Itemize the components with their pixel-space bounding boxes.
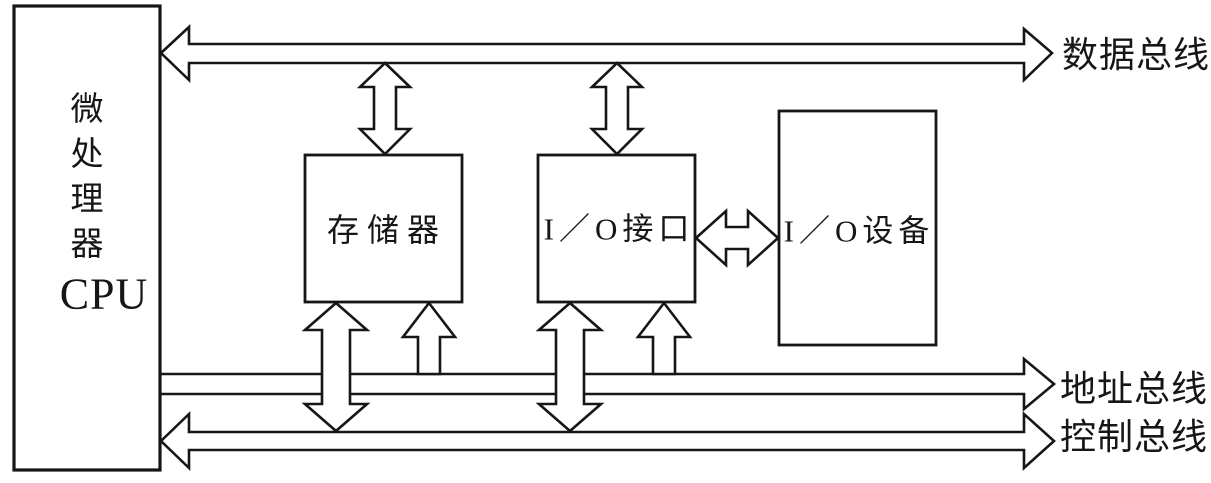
- io-device-label: I／O设备: [784, 214, 935, 249]
- cpu-label-char-1: 微: [71, 91, 104, 128]
- io-interface-box: [536, 153, 697, 304]
- memory-address-bus-arrow: [400, 300, 458, 376]
- cpu-name-label: CPU: [60, 270, 149, 319]
- address-bus-label: 地址总线: [1060, 369, 1208, 409]
- memory-data-bus-arrow: [356, 61, 414, 156]
- io-interface-address-bus-arrow: [635, 300, 693, 376]
- data-bus-label: 数据总线: [1062, 35, 1210, 75]
- io-interface-control-bus-arrow: [535, 301, 605, 433]
- memory-control-bus-arrow: [301, 301, 371, 433]
- io-interface-data-bus-arrow: [588, 61, 646, 156]
- memory-label: 存储器: [327, 212, 447, 248]
- control-bus-label: 控制总线: [1060, 417, 1208, 457]
- io-interface-label: I／O接口: [544, 212, 695, 247]
- cpu-label-char-4: 器: [71, 227, 104, 263]
- cpu-box: [12, 4, 162, 472]
- address-bus-arrow: [158, 356, 1057, 412]
- io-device-box: [777, 109, 938, 347]
- data-bus-arrow: [159, 24, 1054, 84]
- cpu-label-char-3: 理: [71, 182, 104, 218]
- cpu-label-char-2: 处: [71, 136, 104, 173]
- io-interface-io-device-arrow: [694, 208, 780, 268]
- memory-box: [303, 153, 464, 304]
- control-bus-arrow: [159, 410, 1056, 472]
